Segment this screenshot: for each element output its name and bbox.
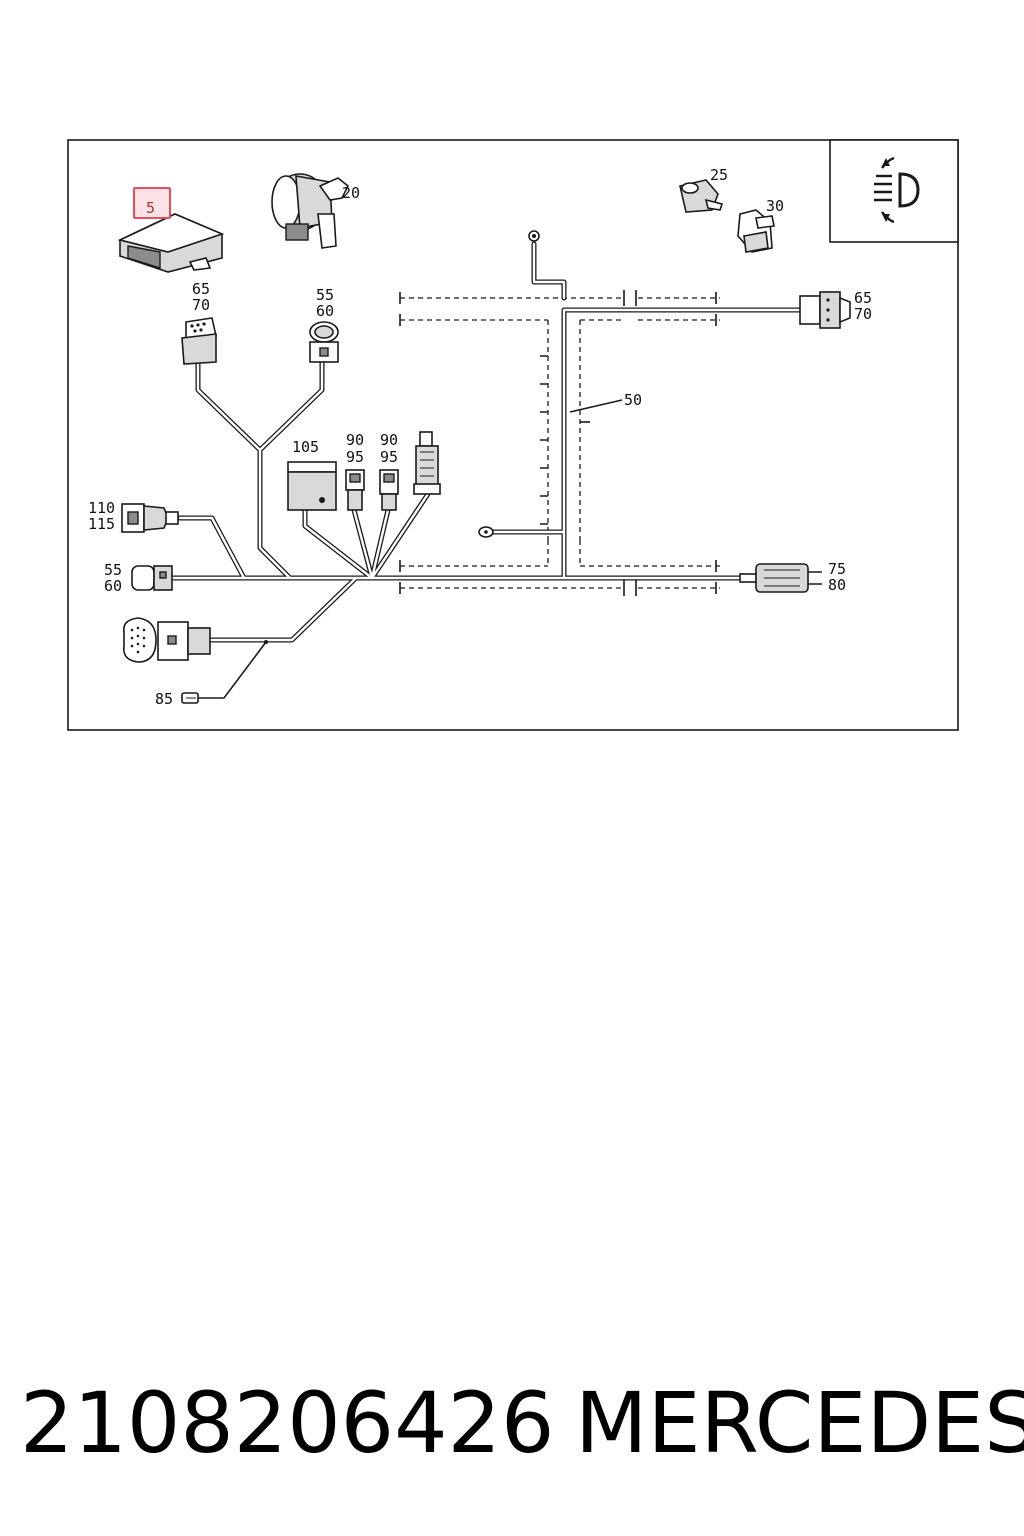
connector-part-105[interactable] — [287, 461, 337, 511]
connector-part-55-60-top[interactable] — [309, 321, 339, 363]
callout-25: 25 — [710, 166, 728, 184]
callout-110: 110 — [88, 499, 115, 517]
control-unit-part-5[interactable] — [117, 213, 225, 273]
callout-60-left: 60 — [104, 577, 122, 595]
callout-70-right: 70 — [854, 305, 872, 323]
part-number: 2108206426 — [20, 1374, 555, 1472]
callout-65-right: 65 — [854, 289, 872, 307]
connector-part-110-115[interactable] — [121, 503, 179, 533]
brand-name: MERCEDES — [575, 1374, 1024, 1472]
callout-115: 115 — [88, 515, 115, 533]
callout-80: 80 — [828, 576, 846, 594]
product-footer: 2108206426 MERCEDES — [0, 1368, 1024, 1478]
callout-50: 50 — [624, 391, 642, 409]
terminal-part-85[interactable] — [181, 692, 199, 704]
callout-95-a: 95 — [346, 448, 364, 466]
connector-part-90-95-a[interactable] — [345, 469, 365, 511]
callout-60-top: 60 — [316, 302, 334, 320]
callout-55-left: 55 — [104, 561, 122, 579]
callout-105: 105 — [292, 438, 319, 456]
connector-part-65-70-right[interactable] — [799, 291, 851, 329]
routing-outline — [399, 290, 720, 596]
callout-30: 30 — [766, 197, 784, 215]
callout-65-left: 65 — [192, 280, 210, 298]
ground-terminal-top — [528, 230, 540, 242]
motor-part-20[interactable] — [271, 173, 350, 249]
callout-90-a: 90 — [346, 431, 364, 449]
connector-part-55-60-left[interactable] — [131, 565, 173, 591]
callout-70-left: 70 — [192, 296, 210, 314]
connector-part-90-95-b[interactable] — [379, 469, 399, 511]
callout-90-b: 90 — [380, 431, 398, 449]
callout-5: 5 — [146, 199, 155, 217]
wiring-harness-diagram: 5 20 25 30 65 70 55 60 65 70 50 105 90 9… — [67, 139, 959, 731]
clip-part-25[interactable] — [679, 179, 724, 213]
callout-55-top: 55 — [316, 286, 334, 304]
fuse-holder[interactable] — [413, 431, 441, 495]
connector-part-75-80[interactable] — [739, 563, 822, 593]
callout-75: 75 — [828, 560, 846, 578]
connector-part-65-70-left[interactable] — [181, 317, 217, 365]
ground-terminal-middle — [478, 526, 494, 538]
headlamp-range-icon — [829, 139, 959, 243]
harness-wires — [167, 241, 803, 699]
highlight-box-part-5 — [133, 187, 171, 219]
bracket-part-30[interactable] — [737, 209, 775, 253]
callout-85: 85 — [155, 690, 173, 708]
round-connector[interactable] — [122, 617, 211, 663]
callout-20: 20 — [342, 184, 360, 202]
callout-95-b: 95 — [380, 448, 398, 466]
